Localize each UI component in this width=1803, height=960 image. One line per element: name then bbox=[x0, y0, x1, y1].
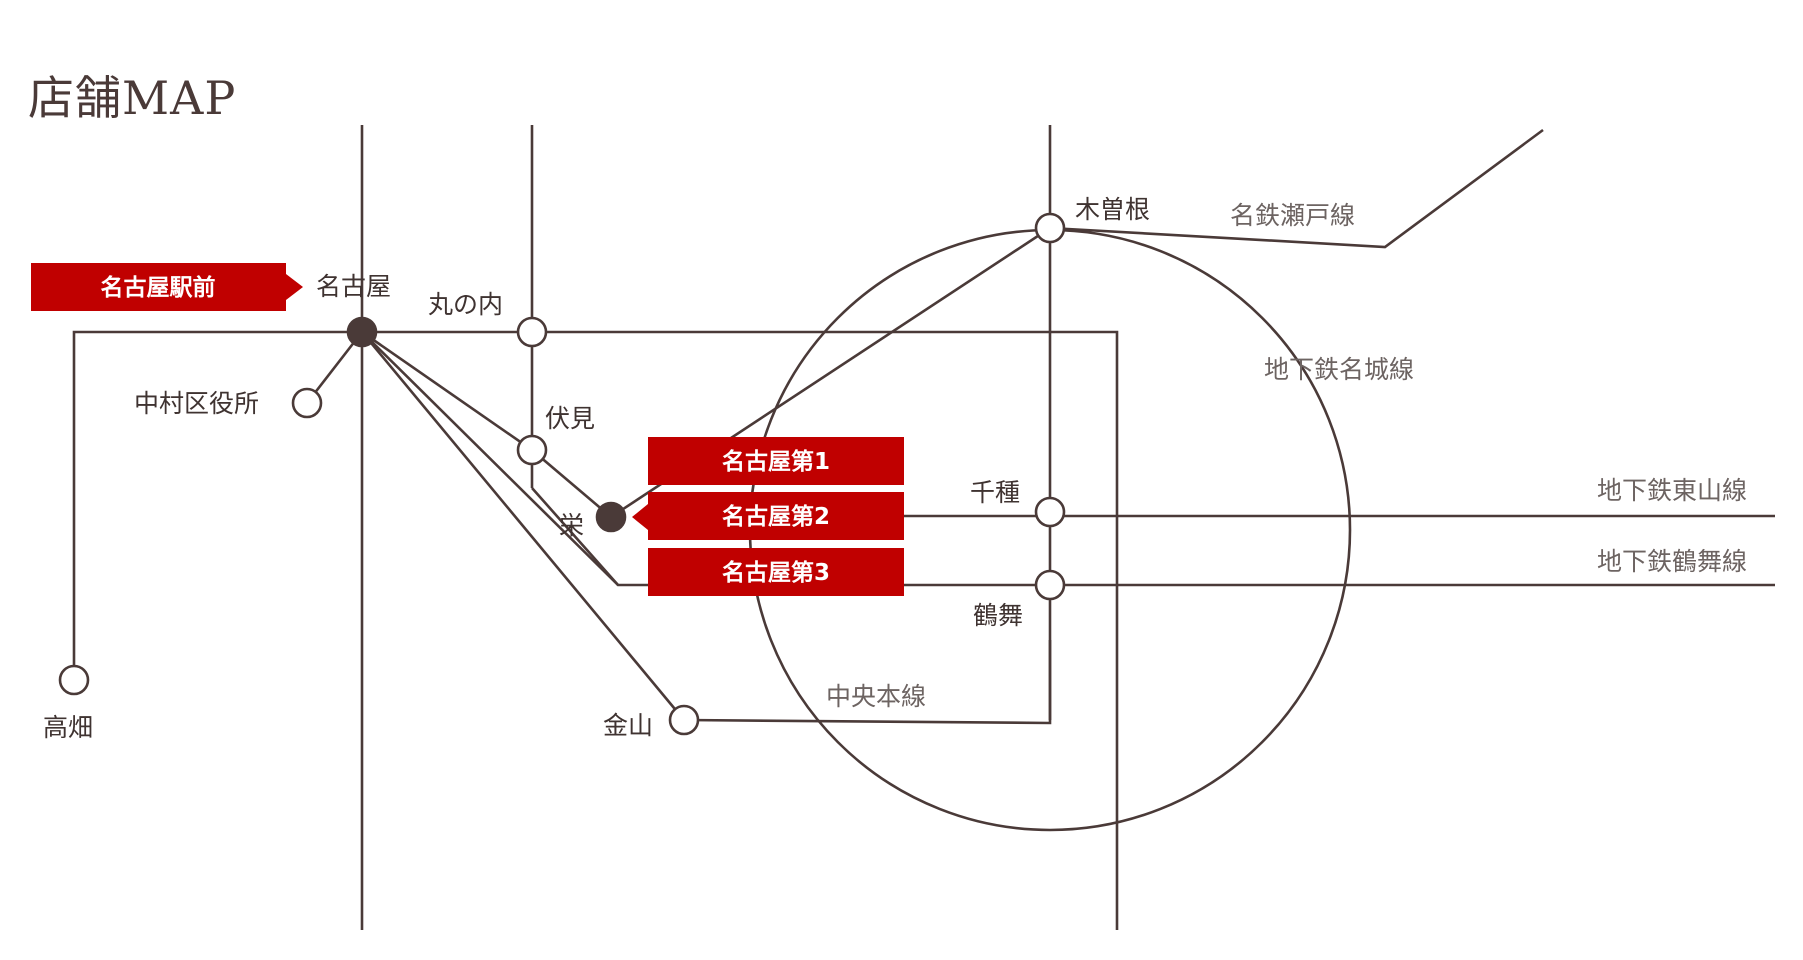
line-label-meitetsu-seto: 名鉄瀬戸線 bbox=[1230, 201, 1355, 230]
station-label-marunouchi: 丸の内 bbox=[428, 290, 503, 319]
page-title: 店舗MAP bbox=[28, 71, 237, 125]
station-label-chikusa: 千種 bbox=[970, 478, 1020, 507]
station-nakamura-kuyakusho[interactable] bbox=[291, 387, 323, 419]
line-label-tsurumai: 地下鉄鶴舞線 bbox=[1597, 547, 1747, 576]
line-label-meijo: 地下鉄名城線 bbox=[1264, 355, 1414, 384]
station-tsurumai[interactable] bbox=[1034, 569, 1066, 601]
station-label-nakamura-kuyakusho: 中村区役所 bbox=[134, 389, 259, 418]
line-label-higashiyama: 地下鉄東山線 bbox=[1597, 476, 1747, 505]
station-label-motoyama: 木曽根 bbox=[1075, 195, 1150, 224]
station-takabata[interactable] bbox=[58, 664, 90, 696]
line-label-chuo: 中央本線 bbox=[826, 682, 926, 711]
station-label-sakae: 栄 bbox=[559, 511, 584, 540]
station-label-takabata: 高畑 bbox=[43, 713, 93, 742]
station-label-fushimi: 伏見 bbox=[545, 404, 595, 433]
store-label-nagoya-1: 名古屋第1 bbox=[722, 448, 830, 475]
line-nagoya-fushimi bbox=[361, 330, 533, 452]
store-tag-pointer-icon bbox=[632, 504, 648, 530]
station-motoyama[interactable] bbox=[1034, 212, 1066, 244]
store-tag-nagoya-1[interactable]: 名古屋第1 bbox=[648, 437, 904, 485]
store-label-nagoya-ekimae: 名古屋駅前 bbox=[101, 274, 216, 301]
meitetsu-seto-line bbox=[1049, 128, 1544, 249]
store-tag-nagoya-2[interactable]: 名古屋第2 bbox=[632, 492, 904, 540]
chuo-line bbox=[683, 640, 1052, 725]
store-tag-background bbox=[648, 437, 904, 485]
station-chikusa[interactable] bbox=[1034, 496, 1066, 528]
store-label-nagoya-3: 名古屋第3 bbox=[722, 559, 830, 586]
station-label-tsurumai: 鶴舞 bbox=[973, 601, 1023, 630]
station-label-kanayama: 金山 bbox=[603, 711, 653, 740]
station-nagoya[interactable] bbox=[346, 316, 378, 348]
station-fushimi[interactable] bbox=[516, 434, 548, 466]
store-tag-nagoya-3[interactable]: 名古屋第3 bbox=[648, 548, 904, 596]
station-sakae[interactable] bbox=[595, 501, 627, 533]
line-nagoya-sakae bbox=[361, 331, 619, 586]
store-tag-background bbox=[648, 492, 904, 540]
station-label-nagoya: 名古屋 bbox=[316, 272, 391, 301]
store-tag-background bbox=[31, 263, 286, 311]
station-kanayama[interactable] bbox=[668, 704, 700, 736]
line-nagoya-kanayama bbox=[360, 331, 686, 721]
station-marunouchi[interactable] bbox=[516, 316, 548, 348]
store-tag-pointer-icon bbox=[286, 274, 303, 300]
store-label-nagoya-2: 名古屋第2 bbox=[722, 503, 830, 530]
tsurumai-line-west bbox=[531, 487, 1050, 587]
store-tag-nagoya-ekimae[interactable]: 名古屋駅前 bbox=[31, 263, 303, 311]
store-tag-background bbox=[648, 548, 904, 596]
higashiyama-line bbox=[72, 330, 1119, 930]
line-fushimi-sakae bbox=[531, 449, 612, 518]
